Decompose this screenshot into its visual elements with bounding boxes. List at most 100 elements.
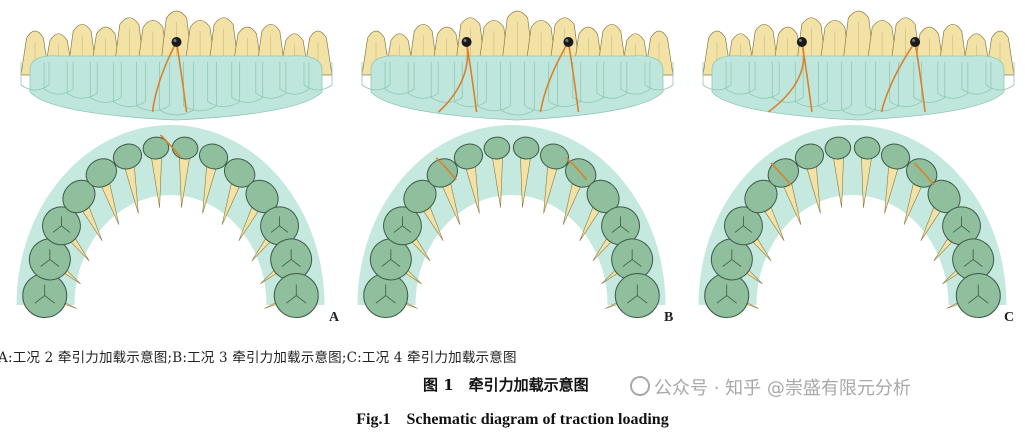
figure-title-cn: 图 1 牵引力加载示意图	[423, 376, 589, 394]
crown-outline	[255, 62, 287, 99]
molar-fissure	[270, 216, 289, 233]
molar-fissure	[40, 249, 60, 267]
panel-b: B	[341, 0, 682, 335]
tooth-crown	[853, 136, 881, 160]
tooth-crown	[426, 158, 459, 188]
traction-mark	[566, 157, 588, 181]
crown-outline	[43, 62, 74, 95]
crown-outline	[620, 62, 651, 95]
traction-mark	[159, 134, 182, 158]
crown-outline	[702, 62, 732, 91]
molar-fissure	[52, 216, 71, 233]
tooth-crown	[453, 143, 484, 170]
traction-line	[801, 41, 813, 113]
crown-outline	[66, 62, 98, 99]
traction-mark	[435, 157, 457, 181]
crown-outline	[361, 62, 391, 91]
miniscrew-anchor	[563, 37, 574, 47]
molar-fissure	[734, 216, 753, 233]
aligner-band	[29, 55, 323, 121]
anchor-highlight	[565, 39, 569, 42]
watermark: 公众号 · 知乎 @崇盛有限元分析	[630, 374, 911, 400]
crown-outline	[596, 62, 628, 99]
miniscrew-anchor	[796, 37, 807, 47]
traction-line	[175, 41, 188, 113]
traction-line	[465, 41, 478, 113]
upper-frontal-view	[702, 10, 1015, 121]
molar-fissure	[963, 249, 983, 267]
crown-outline	[572, 62, 605, 103]
crown-outline	[407, 62, 439, 99]
anchor-highlight	[798, 39, 802, 42]
crown-outline	[89, 62, 122, 103]
tooth-crown	[198, 143, 229, 170]
crown-outline	[818, 62, 852, 112]
molar-fissure	[622, 249, 642, 267]
molar-fissure	[286, 284, 307, 304]
occlusal-arch-view	[16, 125, 325, 319]
crown-outline	[231, 62, 264, 103]
traction-line	[880, 41, 916, 113]
crown-outline	[279, 62, 310, 95]
upper-frontal-view	[361, 10, 674, 121]
tooth-crown	[112, 143, 143, 170]
molar-fissure	[281, 249, 301, 267]
molar-fissure	[34, 284, 55, 304]
tooth-crown	[512, 136, 540, 160]
traction-line	[539, 41, 570, 113]
molar-fissure	[611, 216, 630, 233]
tooth-crown	[539, 143, 570, 170]
traction-mark	[770, 162, 792, 186]
aligner-band	[711, 55, 1005, 121]
panel-a: A	[0, 0, 341, 335]
crown-outline	[985, 62, 1015, 91]
anchor-highlight	[173, 39, 177, 42]
panel-c-label: C	[1004, 310, 1015, 325]
figure-title-en: Fig.1 Schematic diagram of traction load…	[356, 411, 669, 428]
panel-a-diagram	[16, 10, 333, 319]
molar-fissure	[716, 284, 737, 304]
tooth-crown	[142, 136, 170, 160]
tooth-crown	[794, 143, 825, 170]
figure-caption-cn: A:工况 2 牵引力加载示意图;B:工况 3 牵引力加载示意图;C:工况 4 牵…	[0, 350, 517, 366]
traction-mark	[913, 162, 935, 186]
molar-fissure	[722, 249, 742, 267]
panel-a-label: A	[329, 310, 340, 325]
crown-outline	[725, 62, 756, 95]
panel-c: C	[682, 0, 1023, 335]
panel-c-diagram	[698, 10, 1015, 319]
tooth-crown	[483, 136, 511, 160]
crown-outline	[771, 62, 804, 103]
crown-outline	[20, 62, 50, 91]
tooth-crown	[880, 143, 911, 170]
molar-fissure	[393, 216, 412, 233]
crown-outline	[748, 62, 780, 99]
crown-outline	[384, 62, 415, 95]
tooth-crown	[85, 158, 118, 188]
anchor-highlight	[912, 39, 916, 42]
crown-outline	[112, 62, 146, 108]
crown-outline	[937, 62, 969, 99]
molar-fissure	[627, 284, 648, 304]
upper-frontal-view	[20, 10, 333, 121]
molar-fissure	[375, 284, 396, 304]
occlusal-arch-view	[357, 125, 666, 319]
panel-b-diagram	[357, 10, 674, 319]
crown-outline	[961, 62, 992, 95]
traction-line	[914, 41, 926, 113]
traction-line	[567, 41, 580, 113]
crown-outline	[453, 62, 487, 108]
traction-line	[151, 41, 178, 113]
crown-outline	[913, 62, 946, 103]
watermark-text: 公众号 · 知乎 @崇盛有限元分析	[654, 378, 911, 399]
molar-fissure	[968, 284, 989, 304]
molar-fissure	[381, 249, 401, 267]
tooth-crown	[824, 136, 852, 160]
crown-outline	[477, 62, 511, 112]
occlusal-arch-view	[698, 125, 1007, 319]
wechat-icon	[630, 376, 650, 396]
miniscrew-anchor	[171, 37, 182, 47]
molar-fissure	[952, 216, 971, 233]
aligner-band	[370, 55, 664, 121]
miniscrew-anchor	[461, 37, 472, 47]
